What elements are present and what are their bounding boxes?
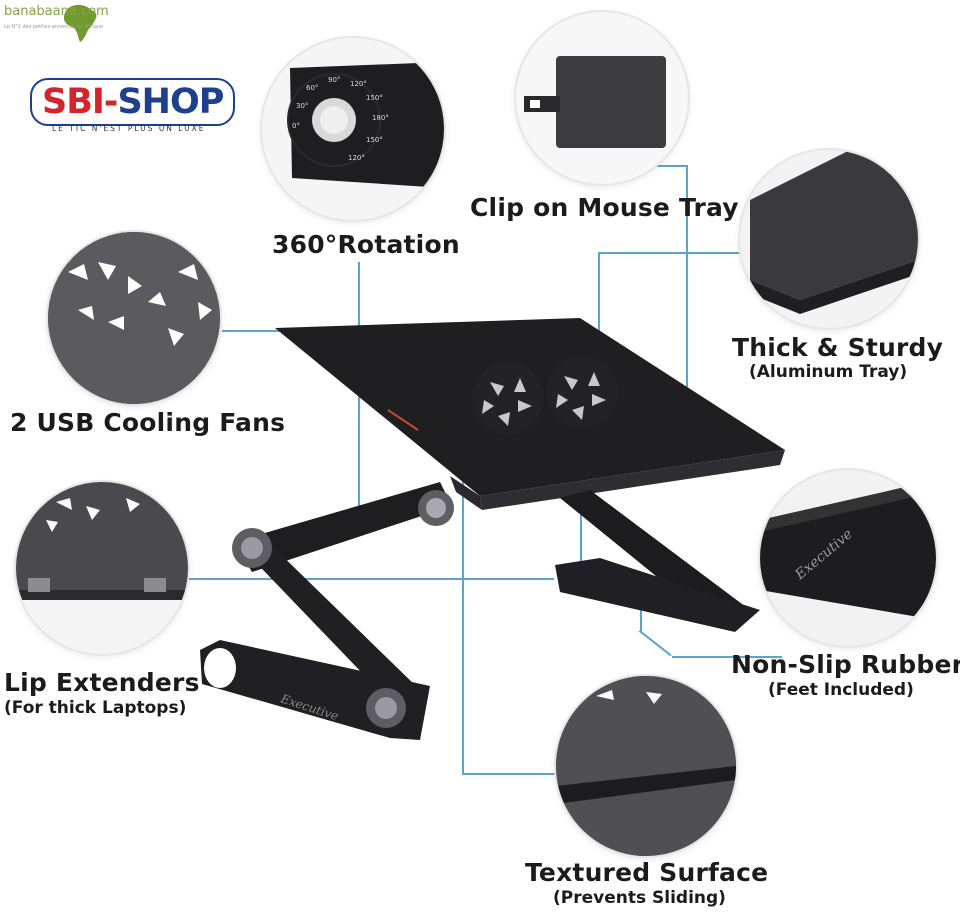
watermark: banabaana.com Le N°1 des petites annonce… xyxy=(0,0,109,44)
svg-text:90°: 90° xyxy=(328,76,340,84)
fan-left-icon xyxy=(472,362,544,434)
rubber-title: Non-Slip Rubber xyxy=(731,650,960,679)
svg-text:180°: 180° xyxy=(372,114,389,122)
connector-sturdy-h xyxy=(598,252,746,254)
connector-rubber-h xyxy=(672,656,782,658)
fans-detail-circle xyxy=(48,232,220,404)
rotation-title: 360°Rotation xyxy=(272,230,460,259)
connector-mousetray-h xyxy=(630,165,688,167)
connector-surface-v xyxy=(462,456,464,774)
rotation-detail-circle: 60° 90° 120° 150° 180° 150° 120° 30° 0° xyxy=(262,38,444,220)
dial-scale: 60° 90° 120° 150° 180° 150° 120° 30° 0° xyxy=(292,76,389,162)
svg-text:30°: 30° xyxy=(296,102,308,110)
svg-text:0°: 0° xyxy=(292,122,300,130)
sturdy-title: Thick & Sturdy xyxy=(732,333,944,362)
sturdy-subtitle: (Aluminum Tray) xyxy=(749,362,908,382)
connector-lip-v xyxy=(580,482,582,580)
sturdy-detail-circle xyxy=(740,150,918,328)
svg-text:60°: 60° xyxy=(306,84,318,92)
svg-text:150°: 150° xyxy=(366,136,383,144)
connector-mousetray-v xyxy=(686,165,688,387)
svg-text:150°: 150° xyxy=(366,94,383,102)
logo-part2: SHOP xyxy=(117,82,224,122)
surface-subtitle: (Prevents Sliding) xyxy=(553,888,726,908)
connector-lip-h xyxy=(188,578,582,580)
connector-surface-h xyxy=(462,773,558,775)
logo-tagline: LE TIC N'EST PLUS UN LUXE xyxy=(52,124,206,133)
surface-title: Textured Surface xyxy=(525,858,769,887)
mouse-tray-detail-circle xyxy=(516,12,688,184)
lip-title: Lip Extenders xyxy=(4,668,200,697)
fans-title: 2 USB Cooling Fans xyxy=(10,408,286,437)
surface-detail-circle xyxy=(556,676,736,856)
svg-text:120°: 120° xyxy=(348,154,365,162)
sbi-shop-logo: SBI-SHOP LE TIC N'EST PLUS UN LUXE xyxy=(30,78,236,133)
watermark-tagline: Le N°1 des petites annonces en Afrique xyxy=(4,24,103,30)
rubber-detail-circle: Executive xyxy=(760,470,936,646)
svg-text:120°: 120° xyxy=(350,80,367,88)
logo-part1: SBI xyxy=(42,82,105,122)
lip-subtitle: (For thick Laptops) xyxy=(4,698,187,718)
lip-detail-circle xyxy=(16,482,188,654)
africa-map-icon xyxy=(64,5,97,42)
mouse-tray-title: Clip on Mouse Tray xyxy=(470,193,739,222)
watermark-text[interactable]: banabaana.com xyxy=(4,4,109,19)
rubber-subtitle: (Feet Included) xyxy=(768,680,914,700)
laptop-stand-image: Executive xyxy=(200,318,785,740)
connector-sturdy-v xyxy=(598,252,600,334)
fan-right-icon xyxy=(546,356,618,428)
connector-rubber-a xyxy=(640,610,642,632)
